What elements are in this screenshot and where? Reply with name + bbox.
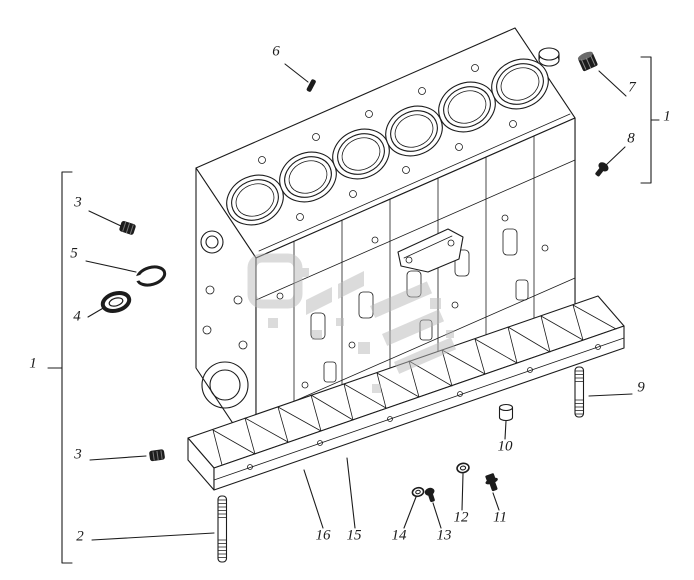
callout-7: 7 — [628, 79, 636, 96]
group-bracket-left — [47, 171, 73, 564]
callout-2: 2 — [76, 528, 84, 545]
part-5-snap-ring — [134, 265, 167, 287]
callout-8: 8 — [627, 130, 635, 147]
callout-9: 9 — [637, 379, 645, 396]
oil-pan-rail — [187, 295, 625, 491]
callout-11: 11 — [493, 509, 507, 526]
part-13-bolt — [424, 487, 435, 503]
group-bracket-right — [640, 56, 660, 184]
part-6-dowel — [306, 79, 316, 92]
callout-10: 10 — [497, 438, 513, 455]
part-9-stud — [574, 366, 585, 418]
callout-14: 14 — [391, 527, 407, 544]
part-3-plug-lower — [149, 449, 165, 462]
part-14-washer — [411, 486, 425, 498]
cylinder-bores — [226, 58, 549, 226]
callout-12: 12 — [453, 509, 469, 526]
front-end-face — [195, 167, 257, 459]
callout-5: 5 — [70, 245, 78, 262]
callout-1-right: 1 — [663, 108, 671, 125]
part-11-bolt — [485, 473, 498, 492]
watermark — [247, 253, 457, 393]
callout-3-upper: 3 — [74, 194, 82, 211]
leader-lines — [47, 56, 660, 564]
callout-16: 16 — [315, 527, 331, 544]
part-7-plug — [577, 51, 598, 72]
side-bosses — [276, 214, 549, 389]
callout-13: 13 — [436, 527, 452, 544]
part-2-stud — [217, 495, 228, 563]
deck-boss — [538, 47, 560, 67]
rail-gussets — [212, 304, 617, 466]
part-10-cup-plug — [498, 403, 514, 422]
callout-1-left: 1 — [29, 355, 37, 372]
part-12-washer — [456, 462, 470, 474]
part-3-plug-upper — [119, 220, 136, 235]
callout-4: 4 — [73, 308, 81, 325]
part-4-seal-ring — [100, 291, 132, 313]
mount-bracket — [397, 228, 464, 273]
callout-15: 15 — [346, 527, 362, 544]
callout-3-lower: 3 — [74, 446, 82, 463]
rail-bolt-holes — [247, 344, 601, 470]
callout-6: 6 — [272, 43, 280, 60]
